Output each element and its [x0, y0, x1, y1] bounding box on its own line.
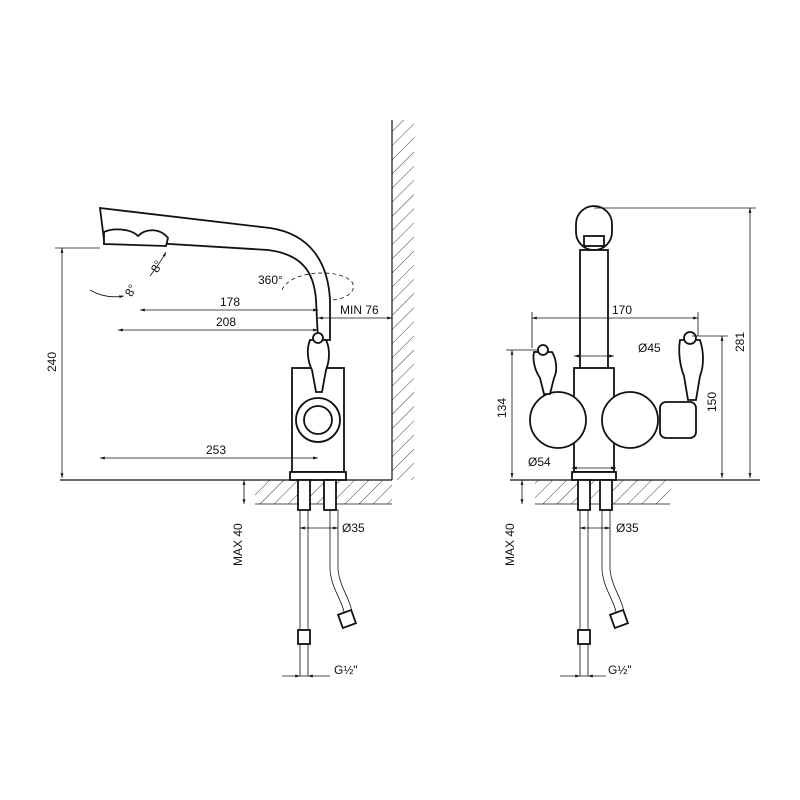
- dim-max-40: MAX 40: [231, 523, 245, 566]
- dim-178: 178: [220, 295, 240, 309]
- hoses-side: [297, 479, 358, 677]
- body-side: [289, 332, 347, 481]
- dim-134: 134: [495, 398, 509, 418]
- dim-150: 150: [705, 392, 719, 412]
- dim-54: Ø54: [528, 455, 551, 469]
- rotation-arc: [281, 272, 354, 301]
- handle-right: [678, 339, 704, 401]
- aerator: [103, 228, 169, 247]
- tilt-label-1: 8°: [122, 282, 140, 299]
- dim-170: 170: [612, 303, 632, 317]
- dimensions-front: 170 Ø45 134 150 281 Ø54 MAX 40 Ø35 G½": [495, 207, 756, 678]
- dim-front-hose-35: Ø35: [616, 521, 639, 535]
- handle-left: [532, 351, 558, 395]
- dim-208: 208: [216, 315, 236, 329]
- wall: [391, 120, 414, 480]
- countertop-front: [510, 479, 760, 505]
- dim-240: 240: [45, 352, 59, 372]
- countertop-side: [60, 479, 392, 505]
- dim-min-76: MIN 76: [340, 303, 379, 317]
- side-view: 360° 8° 8° 178: [45, 120, 414, 678]
- dim-281: 281: [733, 332, 747, 352]
- handle-side: [306, 339, 330, 393]
- dimensions-side: 178 208 MIN 76 240 253 MAX 40 Ø35 G½": [45, 247, 392, 678]
- spout-front: [575, 205, 613, 371]
- rotation-label: 360°: [258, 273, 283, 287]
- hoses-front: [577, 479, 630, 677]
- dim-hose-35: Ø35: [342, 521, 365, 535]
- dim-front-thread: G½": [608, 663, 632, 677]
- tilt-label-2: 8°: [148, 258, 166, 275]
- dim-45: Ø45: [638, 341, 661, 355]
- dim-253: 253: [206, 443, 226, 457]
- front-view: 170 Ø45 134 150 281 Ø54 MAX 40 Ø35 G½": [495, 205, 760, 678]
- dim-thread: G½": [334, 663, 358, 677]
- dim-front-max-40: MAX 40: [503, 523, 517, 566]
- spout: [98, 206, 331, 341]
- body-front: [529, 331, 704, 481]
